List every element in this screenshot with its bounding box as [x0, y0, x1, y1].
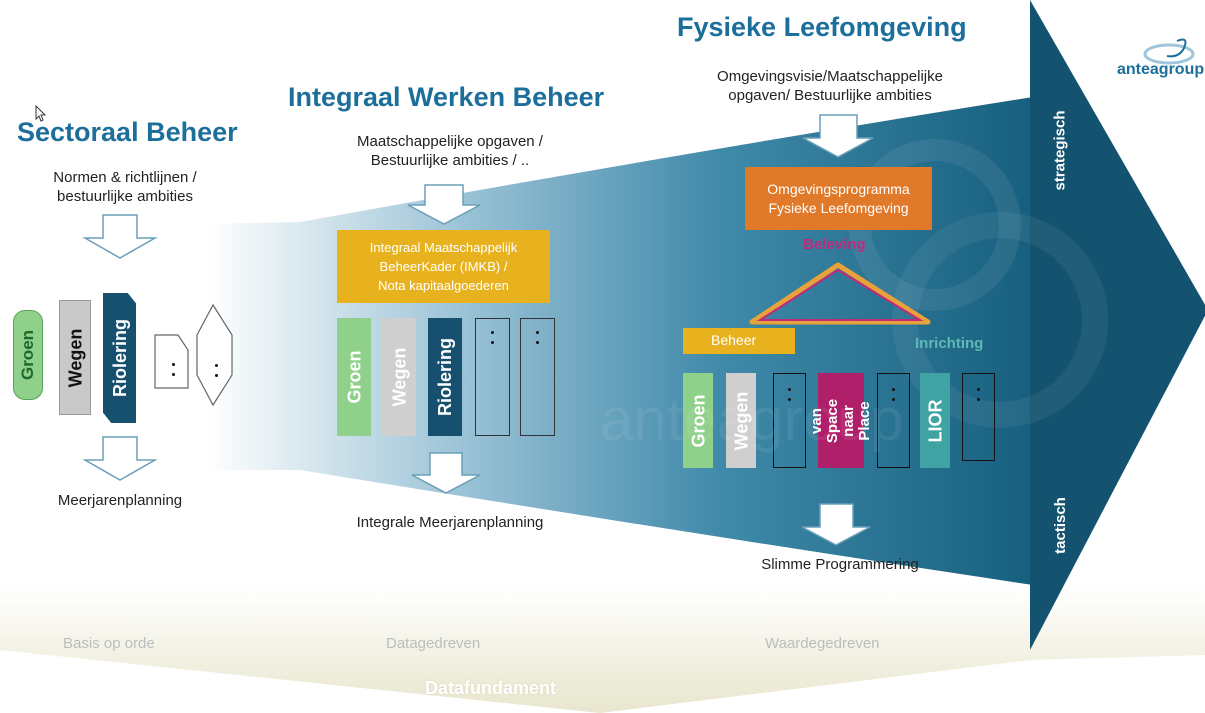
- input-arrow-sectoraal: [82, 214, 158, 259]
- input-text-integraal: Maatschappelijke opgaven / Bestuurlijke …: [357, 133, 543, 169]
- input-arrow-fysiek: [802, 114, 874, 158]
- box-empty-integraal-2: [520, 318, 555, 436]
- antea-logo: anteagroup: [1117, 36, 1205, 91]
- watermark-text: anteagroup: [600, 386, 904, 453]
- output-arrow-fysiek: [801, 503, 871, 546]
- box-empty-integraal-1: [475, 318, 510, 436]
- base-shape: [0, 585, 1205, 713]
- box-wegen-integraal: Wegen: [382, 318, 416, 436]
- label-beheer: Beheer: [683, 328, 795, 354]
- title-sectoraal: Sectoraal Beheer: [17, 117, 238, 147]
- footer-fysiek: Waardegedreven: [765, 635, 880, 652]
- box-groen-integraal: Groen: [337, 318, 371, 436]
- box-wegen-fysiek: Wegen: [726, 373, 756, 468]
- label-beleving: Beleving: [803, 236, 866, 253]
- box-space-place-fysiek: van Space naar Place: [808, 373, 873, 468]
- output-text-sectoraal: Meerjarenplanning: [57, 492, 183, 509]
- box-riolering-integraal: Riolering: [428, 318, 462, 436]
- box-groen-fysiek: Groen: [683, 373, 713, 468]
- output-arrow-integraal: [411, 452, 481, 494]
- box-wegen-sectoraal: Wegen: [59, 300, 91, 415]
- triangle-shape: [749, 262, 931, 325]
- octagon-shape: [154, 334, 189, 389]
- logo-swirl-icon: [1143, 38, 1195, 65]
- input-text-sectoraal: Normen & richtlijnen / bestuurlijke ambi…: [53, 169, 197, 205]
- box-groen-sectoraal: Groen: [13, 310, 43, 400]
- title-fysiek: Fysieke Leefomgeving: [677, 12, 967, 42]
- program-box-fysiek: Omgevingsprogramma Fysieke Leefomgeving: [745, 167, 932, 230]
- input-text-fysiek: Omgevingsvisie/Maatschappelijke opgaven/…: [717, 68, 943, 104]
- box-empty-fysiek-3: [962, 373, 995, 461]
- label-tactisch: tactisch: [1051, 496, 1069, 554]
- label-inrichting: Inrichting: [915, 335, 984, 352]
- output-text-integraal: Integrale Meerjarenplanning: [356, 514, 544, 531]
- footer-sectoraal: Basis op orde: [63, 635, 155, 652]
- input-arrow-integraal: [407, 184, 481, 225]
- base-label: Datafundament: [425, 678, 557, 698]
- cursor-icon: [35, 105, 47, 122]
- output-arrow-sectoraal: [82, 436, 158, 481]
- box-empty-fysiek-1: [773, 373, 806, 468]
- dots-sectoraal-1: [171, 363, 175, 383]
- big-arrow: [1030, 0, 1205, 650]
- label-strategisch: strategisch: [1051, 109, 1069, 191]
- title-integraal: Integraal Werken Beheer: [288, 82, 605, 112]
- box-lior-fysiek: LIOR: [920, 373, 950, 468]
- output-text-fysiek: Slimme Programmering: [761, 556, 919, 573]
- footer-integraal: Datagedreven: [386, 635, 481, 652]
- box-riolering-sectoraal: Riolering: [103, 293, 136, 423]
- framework-box-integraal: Integraal Maatschappelijk BeheerKader (I…: [337, 230, 550, 303]
- hexagon-shape: [196, 303, 233, 407]
- dots-sectoraal-2: [214, 364, 218, 384]
- box-empty-fysiek-2: [877, 373, 910, 468]
